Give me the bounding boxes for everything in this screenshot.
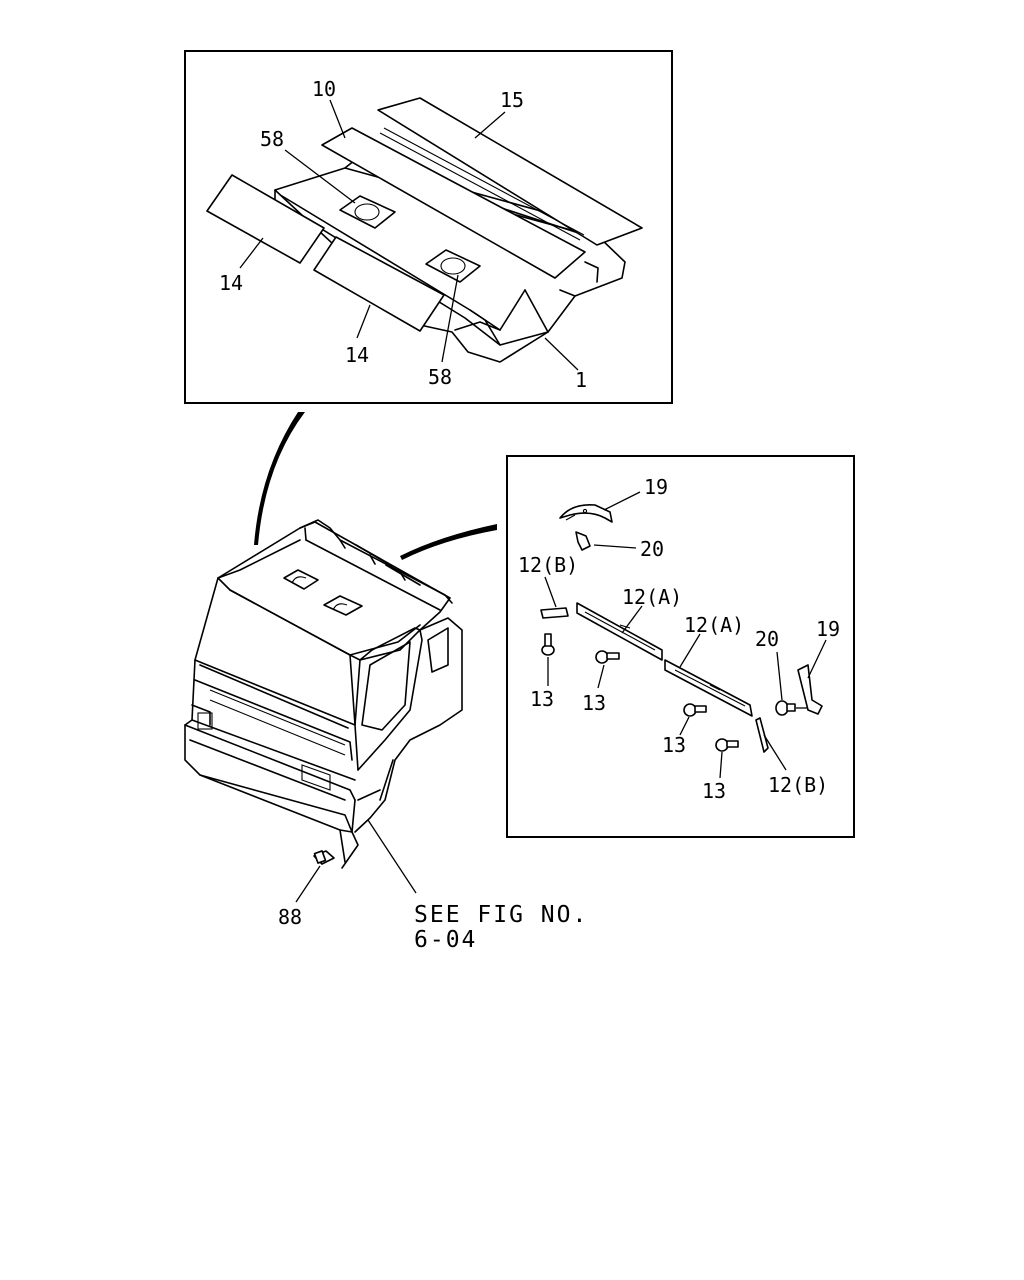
screw-13-c (683, 703, 707, 717)
bracket-19-right (797, 664, 823, 715)
headlight-right (301, 764, 331, 791)
callout-13-a: 13 (530, 687, 554, 711)
callout-12B-upper: 12(B) (518, 553, 578, 577)
panel-15 (377, 97, 643, 246)
callout-58-lower: 58 (428, 365, 452, 389)
callout-20-top: 20 (640, 537, 664, 561)
pointer-arc-top (254, 412, 305, 545)
screw-13-b (595, 650, 620, 664)
callout-58-upper: 58 (260, 127, 284, 151)
top-inset-frame (184, 50, 673, 404)
callout-12A-lower: 12(A) (684, 613, 744, 637)
reference-note-line2: 6-04 (414, 927, 477, 953)
callout-13-b: 13 (582, 691, 606, 715)
panel-14-left (206, 174, 325, 264)
callout-12A-upper: 12(A) (622, 585, 682, 609)
panel-10 (321, 127, 586, 279)
callout-13-d: 13 (702, 779, 726, 803)
panel-14-center (313, 236, 445, 332)
roof-hatch-rear (323, 595, 363, 616)
clip-12B-left (540, 607, 569, 619)
right-inset-frame (506, 455, 855, 838)
callout-15: 15 (500, 88, 524, 112)
right-inset: 19 20 12(B) 12(A) 12(A) (506, 455, 855, 838)
callout-12B-lower: 12(B) (768, 773, 828, 797)
bracket-19-top (559, 503, 613, 523)
callout-14-left: 14 (219, 271, 243, 295)
callout-88: 88 (278, 905, 302, 929)
top-inset: 10 15 58 14 14 58 1 (184, 50, 673, 404)
truck-cab (184, 519, 463, 869)
gasket-58-b (425, 249, 481, 283)
callout-19-top: 19 (644, 475, 668, 499)
clip-12B-right (755, 717, 769, 753)
callout-20-right: 20 (755, 627, 779, 651)
roof-hatch-front (283, 569, 319, 590)
reference-note-line1: SEE FIG NO. (414, 902, 588, 928)
rail-12A-rear (664, 659, 753, 717)
bolt-88 (313, 850, 335, 865)
callout-19-right: 19 (816, 617, 840, 641)
screw-13-d (715, 738, 739, 752)
gasket-58-a (339, 195, 396, 229)
callout-13-c: 13 (662, 733, 686, 757)
bolt-20-right (775, 700, 796, 716)
callout-14-center: 14 (345, 343, 369, 367)
callout-1: 1 (575, 368, 587, 392)
screw-13-a (541, 633, 555, 656)
pointer-arc-right (400, 524, 497, 560)
bolt-20-top (575, 531, 591, 551)
rail-12A-front (576, 602, 663, 661)
callout-10: 10 (312, 77, 336, 101)
headlight-left (197, 712, 213, 730)
